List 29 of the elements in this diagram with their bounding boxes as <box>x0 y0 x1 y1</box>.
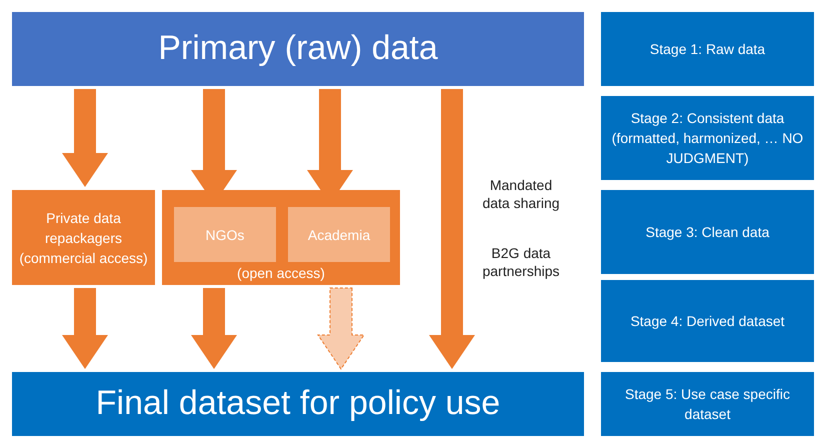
block-arrow <box>62 89 108 187</box>
box-label: Stage 4: Derived dataset <box>630 312 785 331</box>
box-label: Stage 2: Consistent data (formatted, harmonized, … NO JUDGMENT) <box>610 109 804 168</box>
process-box <box>288 207 390 262</box>
footer-banner <box>12 372 584 436</box>
stage-box <box>601 12 814 86</box>
box-label: Private data repackagers (commercial access) <box>18 208 149 268</box>
note-text: Mandated data sharing <box>481 176 561 212</box>
box-label: (open access) <box>237 264 325 283</box>
stage-box <box>601 96 814 180</box>
banner-title: Primary (raw) data <box>158 30 438 68</box>
block-arrow <box>429 89 475 369</box>
box-label: NGOs <box>206 226 244 244</box>
stage-box <box>601 280 814 362</box>
note-text: B2G data partnerships <box>481 244 561 280</box>
box-label: Stage 3: Clean data <box>646 223 770 242</box>
process-box <box>174 207 276 262</box>
banner-title: Final dataset for policy use <box>96 385 500 423</box>
block-arrow <box>191 288 237 369</box>
header-banner <box>12 12 584 86</box>
stage-box <box>601 190 814 274</box>
group-box <box>162 190 400 285</box>
block-arrow <box>317 288 365 370</box>
stage-box <box>601 372 814 436</box>
process-box <box>12 190 155 285</box>
block-arrow <box>62 288 108 369</box>
box-label: Academia <box>308 226 370 244</box>
box-label: Stage 5: Use case specific dataset <box>624 385 791 424</box>
box-label: Stage 1: Raw data <box>650 40 766 59</box>
